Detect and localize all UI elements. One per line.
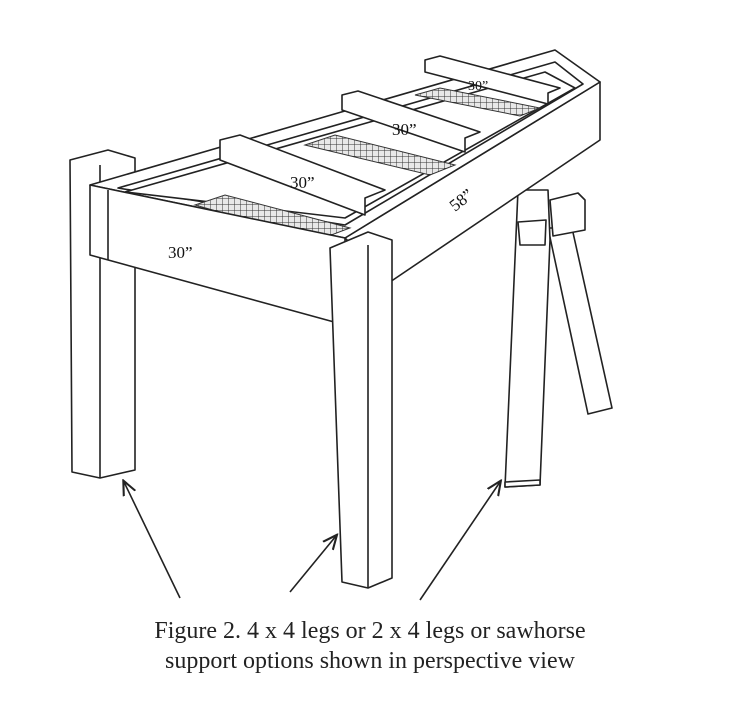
right-4x4-leg [329, 231, 393, 589]
dim-middle: 30” [290, 173, 315, 192]
caption-line-1: Figure 2. 4 x 4 legs or 2 x 4 legs or sa… [154, 618, 586, 644]
arrow-sawhorse [419, 482, 500, 601]
screen-mesh-3 [414, 87, 542, 117]
arrow-2x4 [289, 536, 336, 593]
dim-middle-2: 30” [392, 120, 417, 139]
screen-mesh-2 [303, 134, 457, 176]
dim-back: 30” [468, 79, 488, 94]
caption-line-2: support options shown in perspective vie… [165, 648, 575, 674]
sawhorse [504, 189, 613, 488]
divider-2 [341, 90, 481, 153]
arrow-4x4 [124, 482, 181, 599]
divider-1 [219, 134, 386, 216]
dim-front: 30” [168, 243, 193, 262]
divider-3 [424, 55, 561, 105]
